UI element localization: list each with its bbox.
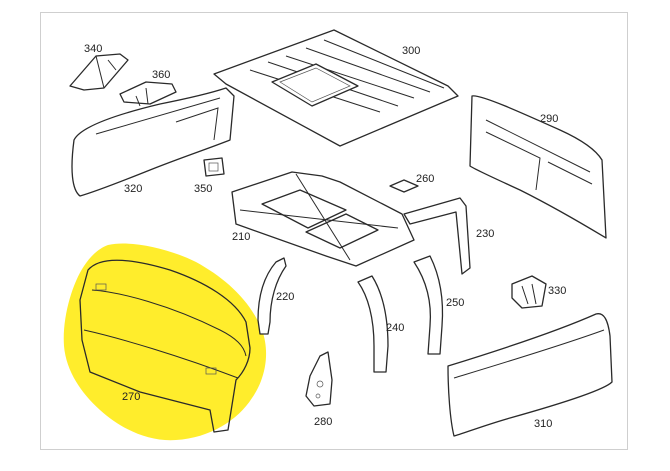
part-270[interactable] — [63, 243, 267, 441]
part-330[interactable] — [511, 275, 547, 309]
part-label-240: 240 — [386, 322, 404, 334]
highlight-marker — [63, 243, 267, 441]
part-label-250: 250 — [446, 297, 464, 309]
part-310[interactable] — [447, 313, 613, 437]
part-label-360: 360 — [152, 69, 170, 81]
part-360[interactable] — [119, 81, 177, 107]
part-label-290: 290 — [540, 113, 558, 125]
part-320[interactable] — [71, 87, 235, 197]
part-260[interactable] — [389, 179, 419, 193]
part-350[interactable] — [203, 157, 225, 177]
part-240[interactable] — [357, 275, 389, 373]
part-280[interactable] — [305, 351, 333, 407]
part-label-350: 350 — [194, 183, 212, 195]
part-210[interactable] — [231, 171, 415, 267]
part-label-310: 310 — [534, 418, 552, 430]
part-label-220: 220 — [276, 291, 294, 303]
part-290[interactable] — [469, 95, 607, 239]
part-230[interactable] — [403, 197, 471, 275]
part-label-320: 320 — [124, 183, 142, 195]
part-220[interactable] — [257, 257, 287, 335]
part-250[interactable] — [413, 255, 444, 355]
part-label-340: 340 — [84, 43, 102, 55]
part-300[interactable] — [213, 29, 459, 147]
part-label-330: 330 — [548, 285, 566, 297]
part-label-280: 280 — [314, 416, 332, 428]
part-340[interactable] — [69, 53, 129, 91]
part-label-270: 270 — [122, 391, 140, 403]
part-label-300: 300 — [402, 45, 420, 57]
part-label-260: 260 — [416, 173, 434, 185]
part-label-210: 210 — [232, 231, 250, 243]
part-label-230: 230 — [476, 228, 494, 240]
